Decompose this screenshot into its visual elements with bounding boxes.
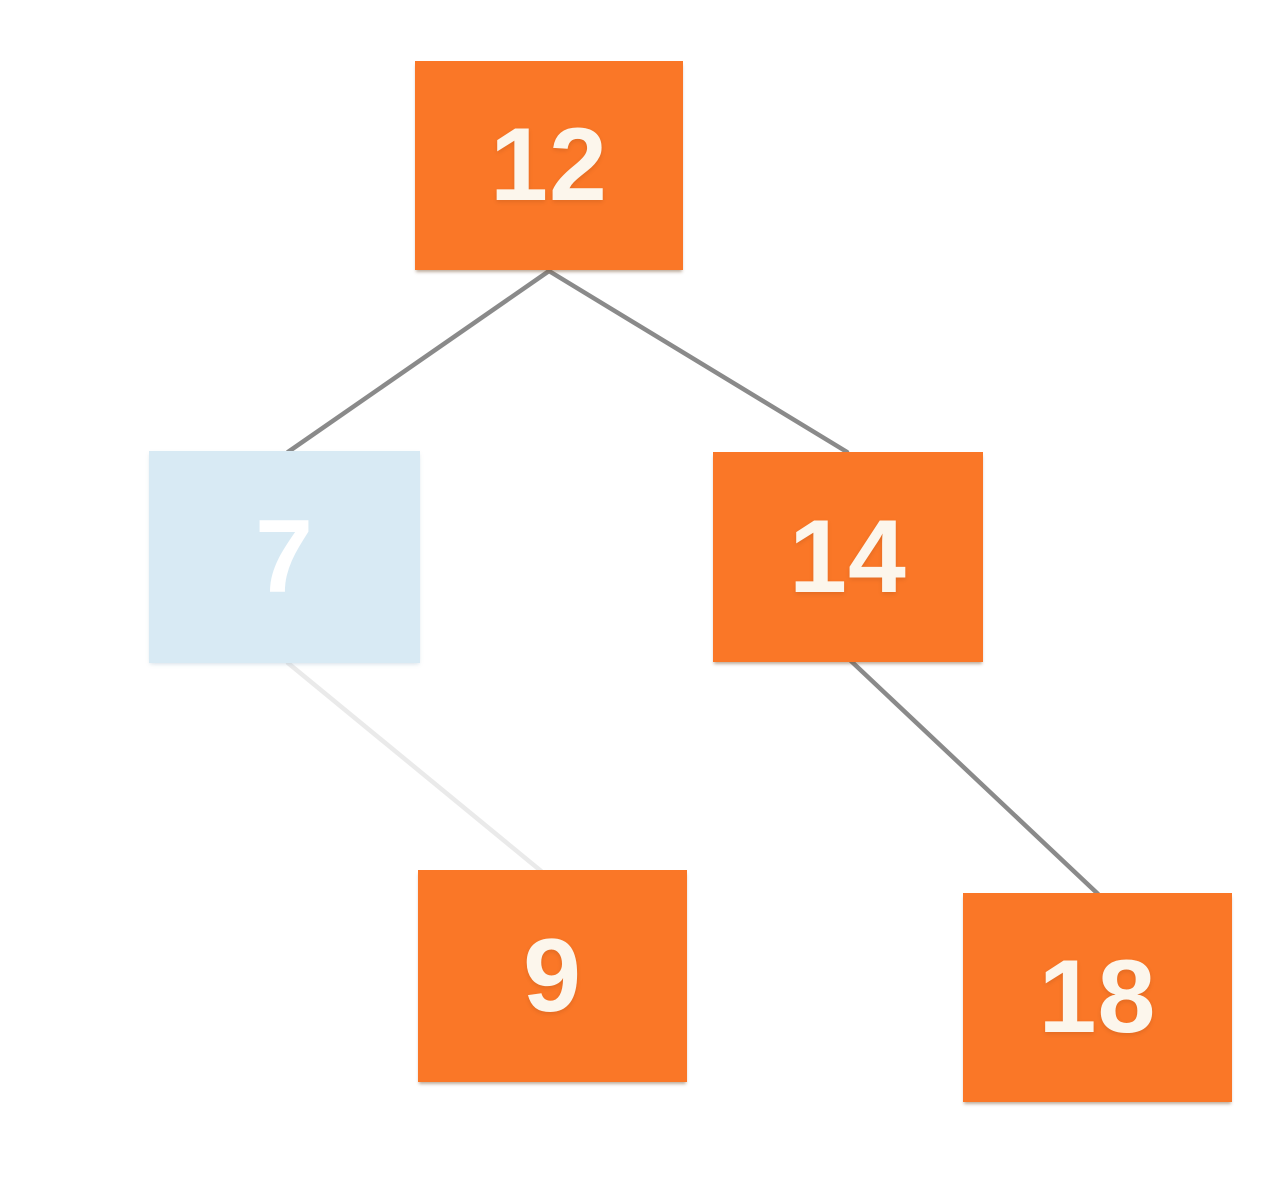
tree-node-14-value: 14 — [789, 498, 907, 615]
tree-node-12: 12 — [415, 61, 683, 270]
tree-node-14: 14 — [713, 452, 983, 662]
tree-node-9: 9 — [418, 870, 687, 1082]
edge-12-to-14 — [546, 268, 850, 455]
tree-node-7-value: 7 — [255, 498, 314, 615]
tree-node-9-value: 9 — [523, 917, 582, 1034]
tree-node-7: 7 — [149, 451, 420, 663]
edge-7-to-9-faded — [285, 660, 544, 874]
tree-node-12-value: 12 — [490, 107, 608, 223]
edge-12-to-7 — [285, 268, 552, 455]
tree-node-18: 18 — [963, 893, 1232, 1102]
tree-node-18-value: 18 — [1038, 939, 1157, 1055]
edge-14-to-18 — [848, 658, 1101, 897]
